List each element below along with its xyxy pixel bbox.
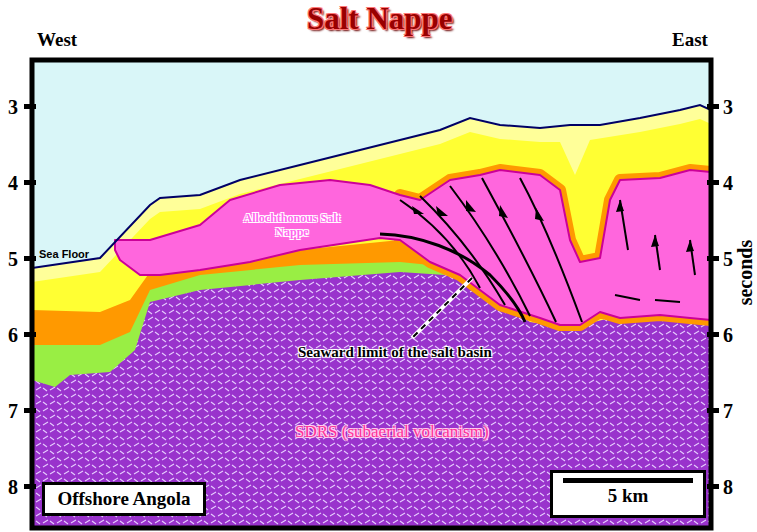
axis-number: 7: [723, 400, 733, 423]
axis-number: 3: [723, 96, 733, 119]
axis-ticks: [24, 104, 719, 489]
leader-label: Seaward limit of the salt basin: [298, 344, 492, 361]
salt-nappe-label: Allochthonous Salt Nappe: [236, 212, 348, 240]
axis-number: 5: [8, 248, 18, 271]
region-label: SDRS (subaerial volcanism): [295, 422, 489, 442]
axis-title: seconds: [734, 240, 757, 306]
axis-number: 8: [723, 476, 733, 499]
scale-bar-box: 5 km: [550, 470, 706, 518]
pale-sediment: [32, 105, 711, 528]
sea-floor-line: [32, 105, 711, 268]
axis-number: 4: [8, 172, 18, 195]
map-location-box: Offshore Angola: [42, 482, 206, 516]
seaward-limit-leader: [412, 278, 472, 338]
compass-label: West: [37, 29, 77, 51]
axis-number: 8: [8, 476, 18, 499]
box-text: 5 km: [553, 485, 703, 507]
slip-arrows: [412, 200, 694, 252]
thrust-faults: [380, 178, 695, 322]
diagram-title: Salt Nappe: [307, 1, 453, 37]
axis-number: 6: [8, 324, 18, 347]
frame: [32, 60, 711, 528]
water: [32, 60, 711, 528]
axis-number: 6: [723, 324, 733, 347]
axis-number: 4: [723, 172, 733, 195]
axis-number: 7: [8, 400, 18, 423]
sea-floor-label: Sea Floor: [39, 248, 89, 260]
yellow-sediment: [32, 119, 711, 528]
box-text: Offshore Angola: [57, 488, 190, 510]
axis-number: 3: [8, 96, 18, 119]
axis-number: 5: [723, 248, 733, 271]
compass-label: East: [672, 29, 708, 51]
